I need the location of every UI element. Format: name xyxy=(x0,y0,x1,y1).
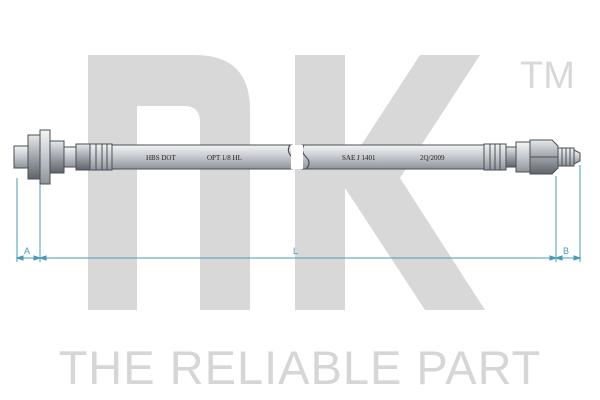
dimension-label-b: B xyxy=(563,246,569,256)
logo-letter-n xyxy=(88,55,250,310)
hose-label-hbs: HBS DOT xyxy=(146,154,176,162)
dimension-label-l: L xyxy=(293,246,298,256)
dimension-label-a: A xyxy=(24,246,30,256)
brand-tagline: THE RELIABLE PART xyxy=(58,341,542,394)
trademark-text: TM xyxy=(520,55,575,97)
hose-label-opt: OPT 1/8 HL xyxy=(207,154,242,162)
hose-segment-right xyxy=(301,144,485,170)
right-end-fitting xyxy=(483,139,581,175)
hose-label-date: 2Q/2009 xyxy=(420,154,445,162)
logo-letter-k xyxy=(295,55,485,310)
hose-segment-left xyxy=(111,144,293,170)
nk-logo-watermark xyxy=(88,55,485,310)
left-end-fitting xyxy=(13,129,113,185)
hose-labels: HBS DOT OPT 1/8 HL SAE J 1401 2Q/2009 xyxy=(146,154,445,162)
hose-label-sae: SAE J 1401 xyxy=(342,154,376,162)
dimension-lines xyxy=(15,165,582,262)
